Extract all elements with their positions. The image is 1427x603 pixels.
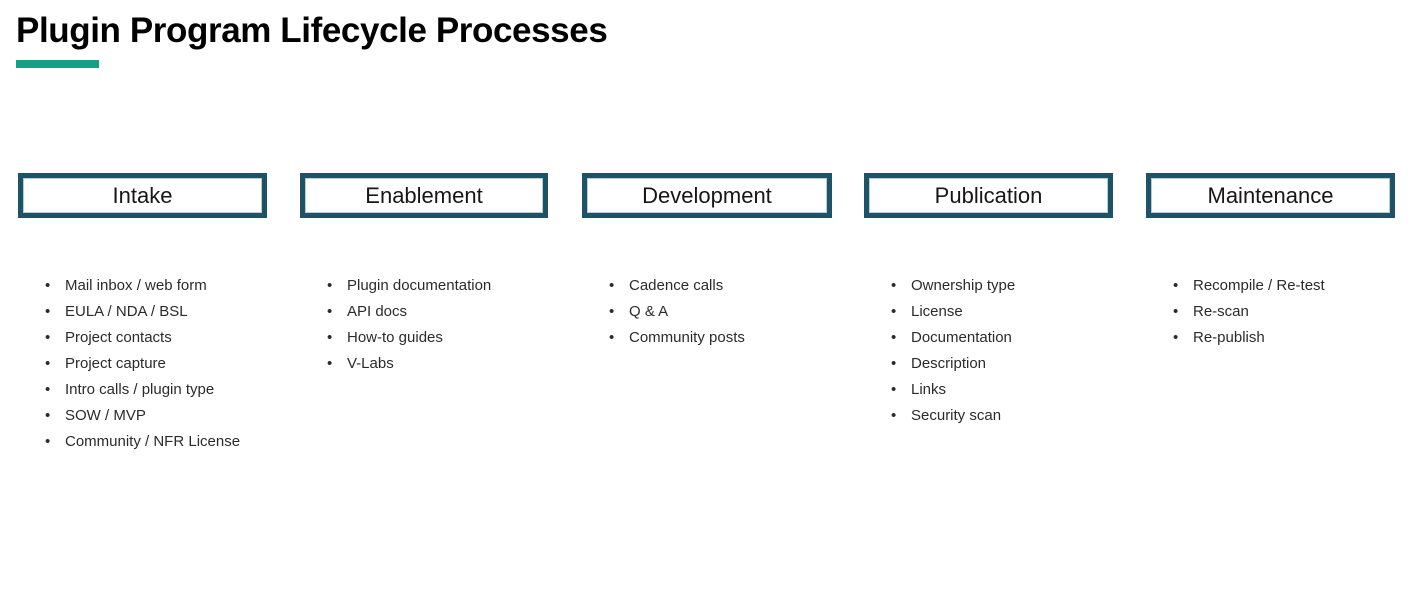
list-item-label: Ownership type (911, 277, 1016, 294)
lifecycle-columns: Intake • Mail inbox / web form • EULA / … (0, 173, 1427, 473)
list-item-label: Re-publish (1193, 329, 1265, 346)
list-item-label: Plugin documentation (347, 277, 492, 294)
list-item: • Intro calls / plugin type (33, 377, 313, 403)
phase-box-enablement[interactable]: Enablement (300, 173, 548, 218)
list-item: • Documentation (879, 325, 1159, 351)
bullet-icon: • (45, 433, 51, 450)
phase-label-maintenance: Maintenance (1207, 182, 1334, 208)
list-item: • V-Labs (315, 351, 595, 377)
lifecycle-column-maintenance: Maintenance • Recompile / Re-test • Re-s… (1146, 173, 1395, 346)
list-item-label: License (911, 303, 963, 320)
list-item-label: Recompile / Re-test (1193, 277, 1325, 294)
bullet-icon: • (891, 381, 897, 398)
list-item-label: Community posts (629, 329, 745, 346)
bullet-icon: • (45, 303, 51, 320)
bullet-icon: • (891, 277, 897, 294)
list-item: • Recompile / Re-test (1161, 273, 1427, 299)
bullet-list-development: • Cadence calls • Q & A • Community post… (597, 273, 877, 351)
list-item-label: Intro calls / plugin type (65, 381, 215, 398)
list-item: • Plugin documentation (315, 273, 595, 299)
list-item: • License (879, 299, 1159, 325)
phase-label-enablement: Enablement (365, 182, 483, 208)
bullet-list-maintenance: • Recompile / Re-test • Re-scan • Re-pub… (1161, 273, 1427, 351)
bullet-icon: • (1173, 277, 1179, 294)
list-item: • Cadence calls (597, 273, 877, 299)
phase-label-publication: Publication (934, 182, 1043, 208)
bullet-icon: • (891, 355, 897, 372)
bullet-list-intake: • Mail inbox / web form • EULA / NDA / B… (33, 273, 313, 455)
bullet-icon: • (327, 355, 333, 372)
list-item: • Project contacts (33, 325, 313, 351)
page-title: Plugin Program Lifecycle Processes (16, 11, 608, 50)
list-item-label: Project contacts (65, 329, 172, 346)
list-item-label: V-Labs (347, 355, 394, 372)
bullet-icon: • (891, 407, 897, 424)
bullet-icon: • (45, 407, 51, 424)
list-item: • Links (879, 377, 1159, 403)
list-item-label: SOW / MVP (65, 407, 146, 424)
list-item-label: API docs (347, 303, 408, 320)
list-item-label: Description (911, 355, 987, 372)
bullet-icon: • (609, 277, 615, 294)
title-accent-rule (16, 60, 99, 68)
bullet-list-publication: • Ownership type • License • Documentati… (879, 273, 1159, 429)
list-item-label: How-to guides (347, 329, 443, 346)
phase-box-development[interactable]: Development (582, 173, 832, 218)
list-item: • Ownership type (879, 273, 1159, 299)
list-item-label: Cadence calls (629, 277, 724, 294)
list-item-label: Documentation (911, 329, 1012, 346)
bullet-icon: • (1173, 303, 1179, 320)
bullet-icon: • (1173, 329, 1179, 346)
lifecycle-column-publication: Publication • Ownership type • License •… (864, 173, 1113, 424)
list-item: • API docs (315, 299, 595, 325)
list-item: • How-to guides (315, 325, 595, 351)
bullet-icon: • (327, 303, 333, 320)
phase-label-development: Development (642, 182, 772, 208)
bullet-icon: • (609, 303, 615, 320)
phase-label-intake: Intake (112, 182, 173, 208)
bullet-icon: • (45, 355, 51, 372)
list-item-label: Project capture (65, 355, 166, 372)
phase-box-publication[interactable]: Publication (864, 173, 1113, 218)
bullet-icon: • (609, 329, 615, 346)
lifecycle-column-enablement: Enablement • Plugin documentation • API … (300, 173, 548, 372)
list-item: • SOW / MVP (33, 403, 313, 429)
list-item: • Community posts (597, 325, 877, 351)
list-item: • Description (879, 351, 1159, 377)
list-item: • Mail inbox / web form (33, 273, 313, 299)
bullet-icon: • (327, 277, 333, 294)
list-item-label: Links (911, 381, 947, 398)
list-item: • Q & A (597, 299, 877, 325)
bullet-icon: • (45, 381, 51, 398)
list-item-label: EULA / NDA / BSL (65, 303, 188, 320)
title-block: Plugin Program Lifecycle Processes (16, 8, 1016, 68)
list-item-label: Mail inbox / web form (65, 277, 207, 294)
bullet-icon: • (327, 329, 333, 346)
bullet-icon: • (45, 277, 51, 294)
list-item-label: Security scan (911, 407, 1002, 424)
list-item-label: Q & A (629, 303, 669, 320)
bullet-list-enablement: • Plugin documentation • API docs • How-… (315, 273, 595, 377)
list-item-label: Community / NFR License (65, 433, 241, 450)
list-item: • Re-publish (1161, 325, 1427, 351)
bullet-icon: • (891, 303, 897, 320)
bullet-icon: • (891, 329, 897, 346)
list-item-label: Re-scan (1193, 303, 1249, 320)
list-item: • Community / NFR License (33, 429, 313, 455)
bullet-icon: • (45, 329, 51, 346)
list-item: • Re-scan (1161, 299, 1427, 325)
lifecycle-column-intake: Intake • Mail inbox / web form • EULA / … (18, 173, 267, 450)
phase-box-maintenance[interactable]: Maintenance (1146, 173, 1395, 218)
list-item: • Security scan (879, 403, 1159, 429)
phase-box-intake[interactable]: Intake (18, 173, 267, 218)
list-item: • Project capture (33, 351, 313, 377)
list-item: • EULA / NDA / BSL (33, 299, 313, 325)
lifecycle-column-development: Development • Cadence calls • Q & A • Co… (582, 173, 832, 346)
